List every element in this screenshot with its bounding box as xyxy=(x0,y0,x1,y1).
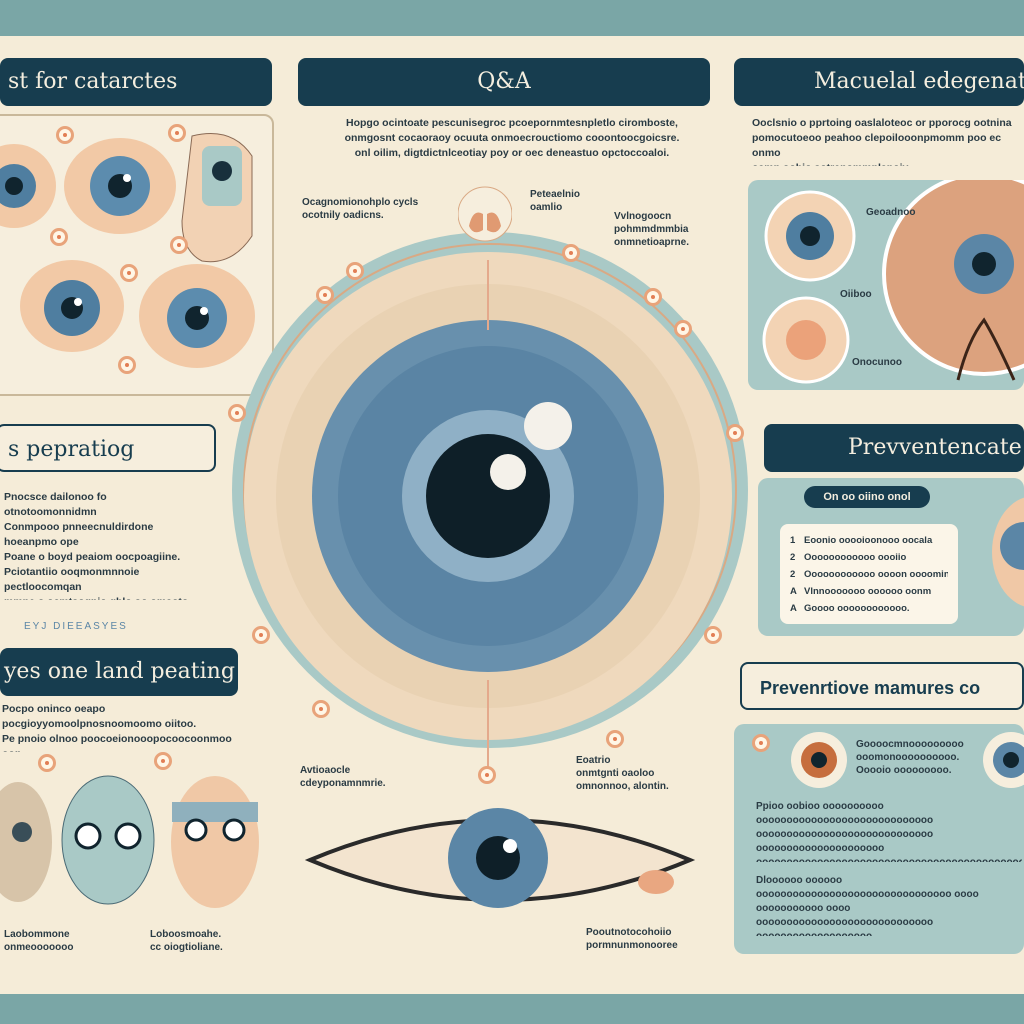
lungs-icon xyxy=(458,186,512,242)
annotation-dot xyxy=(118,356,136,374)
annotation-dot xyxy=(704,626,722,644)
preventive-caption: Goooocmnooooooooo ooomonoooooooooo. Oooo… xyxy=(856,739,964,776)
annotation-dot xyxy=(154,752,172,770)
macular-label-a: Geoadnoo xyxy=(866,207,916,218)
annotation-dot xyxy=(168,124,186,142)
annotation-dot xyxy=(644,288,662,306)
annotation-dot xyxy=(606,730,624,748)
prevent-list-text: Vlnnooooooo oooooo oonm xyxy=(804,586,932,597)
annotation-dot xyxy=(478,766,496,784)
prevent-list-number: 2 xyxy=(790,569,796,580)
eye-diseases-label: EYJ DIEEASYES xyxy=(24,621,128,632)
preparing-text: Pnocsce dailonoo fo otnotoomonnidmn Conm… xyxy=(4,491,188,600)
annotation-dot xyxy=(38,754,56,772)
lower-eye-illustration xyxy=(304,808,696,908)
preventive-panel xyxy=(734,724,1024,954)
annotation-dot xyxy=(50,228,68,246)
cataracts-panel xyxy=(0,114,274,396)
prevent-list-text: Eoonio ooooioonooo oocala xyxy=(804,535,933,546)
macular-banner: Macuelal edegenat xyxy=(734,58,1024,106)
prevent-list-number: 1 xyxy=(790,535,796,546)
eye-icon xyxy=(139,264,255,368)
preparing-banner: s pepratiog xyxy=(0,424,216,472)
prevent-list-item: A Goooo oooooooooooo. xyxy=(790,600,948,617)
heads-right-label: Loboosmoahe. cc oiogtioliane. xyxy=(150,929,223,953)
macular-label-b: Oiiboo xyxy=(840,289,872,300)
prevent-list-item: A Vlnnooooooo oooooo oonm xyxy=(790,583,948,600)
head-icon xyxy=(171,776,259,908)
annotation-dot xyxy=(252,626,270,644)
annotation-dot xyxy=(120,264,138,282)
head-icon xyxy=(61,775,155,905)
macular-text: Ooclsnio o pprtoing oaslaloteoc or pporo… xyxy=(752,117,1012,166)
eye-icon xyxy=(20,260,124,352)
callout-top-right: Vvlnogoocn pohmmdmmbia onmnetioaprne. xyxy=(614,211,690,248)
preventive-banner: Prevenrtiove mamures co xyxy=(740,662,1024,710)
macular-retina-illustration xyxy=(762,172,1024,384)
preventive-para-2: Dloooooo oooooo oooooooooooooooooooooooo… xyxy=(756,875,979,936)
head-icon xyxy=(0,782,52,902)
prevent-list-text: Oooooooooooo oooon oooomin xyxy=(804,569,948,580)
prevent-list-text: Goooo oooooooooooo. xyxy=(804,603,910,614)
qa-banner: Q&A xyxy=(298,58,710,106)
annotation-dot xyxy=(170,236,188,254)
prevent-list-number: A xyxy=(790,586,797,597)
annotation-dot xyxy=(312,700,330,718)
annotation-dot xyxy=(562,244,580,262)
preventive-para-1: Ppioo oobioo oooooooooo oooooooooooooooo… xyxy=(756,801,1022,862)
callout-top-mid: Peteaelnio oamlio xyxy=(530,189,581,213)
prevent-list-text: Oooooooooooo oooiio xyxy=(804,552,907,563)
annotation-dot xyxy=(56,126,74,144)
annotation-dot xyxy=(752,734,770,752)
prevent-list-item: 1 Eoonio ooooioonooo oocala xyxy=(790,532,948,549)
heads-illustration xyxy=(0,775,259,908)
central-iris-illustration xyxy=(232,232,748,768)
preventencate-banner: Prevventencate xyxy=(764,424,1024,472)
heads-left-label: Laobommone onmeooooooo xyxy=(4,929,74,953)
cataracts-banner: st for catarctes xyxy=(0,58,272,106)
eye-icon xyxy=(791,732,847,788)
prevent-list-number: 2 xyxy=(790,552,796,563)
annotation-dot xyxy=(674,320,692,338)
head-icon xyxy=(992,497,1024,607)
prevent-list-item: 2 Oooooooooooo oooon oooomin xyxy=(790,566,948,583)
macular-label-c: Onocunoo xyxy=(852,357,902,368)
eye-icon xyxy=(983,732,1024,788)
land-text: Pocpo oninco oeapo pocgioyyomoolpnosnoom… xyxy=(2,703,232,752)
land-banner: yes one land peating xyxy=(0,648,238,696)
prevent-list-item: 2 Oooooooooooo oooiio xyxy=(790,549,948,566)
callout-bottom-left: Avtioaocle cdeyponamnmrie. xyxy=(300,765,386,789)
prevent-pill: On oo oiino onol xyxy=(804,486,930,508)
annotation-dot xyxy=(726,424,744,442)
annotation-dot xyxy=(228,404,246,422)
annotation-dot xyxy=(316,286,334,304)
cataracts-eyes-illustration xyxy=(0,133,255,368)
head-profile-icon xyxy=(181,133,253,263)
lower-eye-label: Pooutnotocohoiio pormnunmonooree xyxy=(586,927,678,951)
callout-top-left: Ocagnomionohplo cycls ocotnily oadicns. xyxy=(302,197,419,221)
eye-icon xyxy=(64,138,176,234)
annotation-dot xyxy=(346,262,364,280)
callout-bottom-right: Eoatrio onmtgnti oaoloo omnonnoo, alonti… xyxy=(576,755,669,792)
macular-panel xyxy=(748,172,1024,390)
prevent-list-number: A xyxy=(790,603,797,614)
eye-icon xyxy=(0,144,56,228)
qa-intro-text: Hopgo ocintoate pescunisegroc pcoepornmt… xyxy=(344,117,680,159)
